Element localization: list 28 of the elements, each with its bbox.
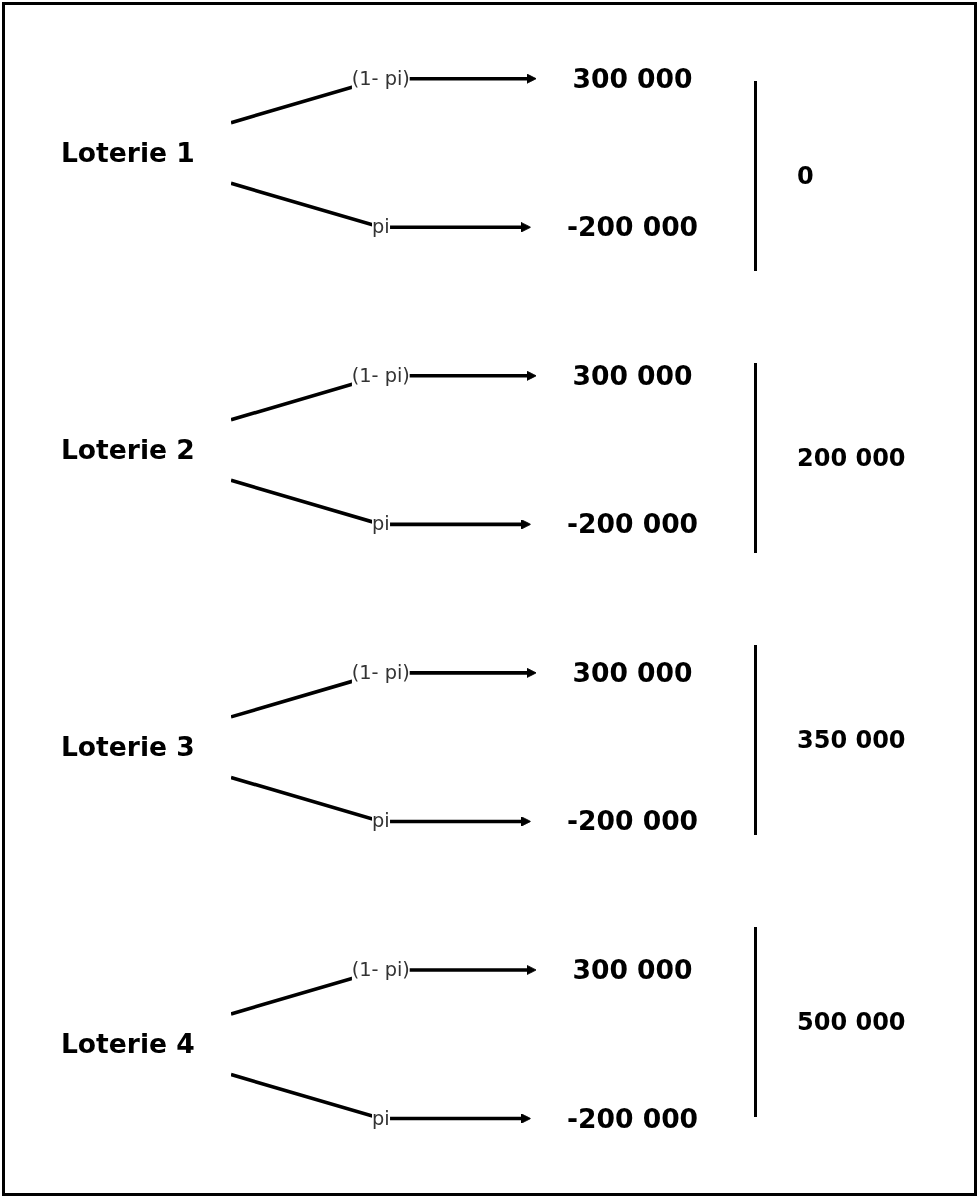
node-text: Loterie 1: [60, 138, 195, 169]
edge-label: pi: [372, 1106, 390, 1130]
node-text: -200 000: [566, 509, 699, 540]
value-label: 0: [754, 81, 974, 271]
node-text: -200 000: [566, 806, 699, 837]
node-text: -200 000: [566, 1103, 699, 1134]
arrow: [230, 181, 532, 233]
value-label: 350 000: [754, 645, 974, 835]
node-text: 300 000: [572, 63, 693, 95]
value-label: 500 000: [754, 927, 974, 1117]
arrow: [230, 479, 532, 531]
node-text: 300 000: [572, 361, 693, 392]
edge-label: (1- pi): [351, 67, 410, 90]
node-text: Loterie 3: [60, 732, 195, 763]
value-label: 200 000: [754, 363, 974, 553]
node-text: Loterie 4: [60, 1029, 195, 1060]
edge-label: pi: [372, 809, 390, 833]
node-text: 300 000: [572, 658, 693, 689]
arrow: [230, 1073, 532, 1125]
edge-label: pi: [372, 215, 390, 239]
edge-label: pi: [372, 512, 390, 536]
node-text: 300 000: [572, 955, 693, 986]
node-text: Loterie 2: [60, 435, 195, 466]
arrow: [230, 776, 532, 828]
node-text: -200 000: [566, 212, 699, 243]
edge-label: (1- pi): [351, 661, 410, 685]
edge-label: (1- pi): [351, 958, 410, 982]
edge-label: (1- pi): [351, 364, 410, 388]
